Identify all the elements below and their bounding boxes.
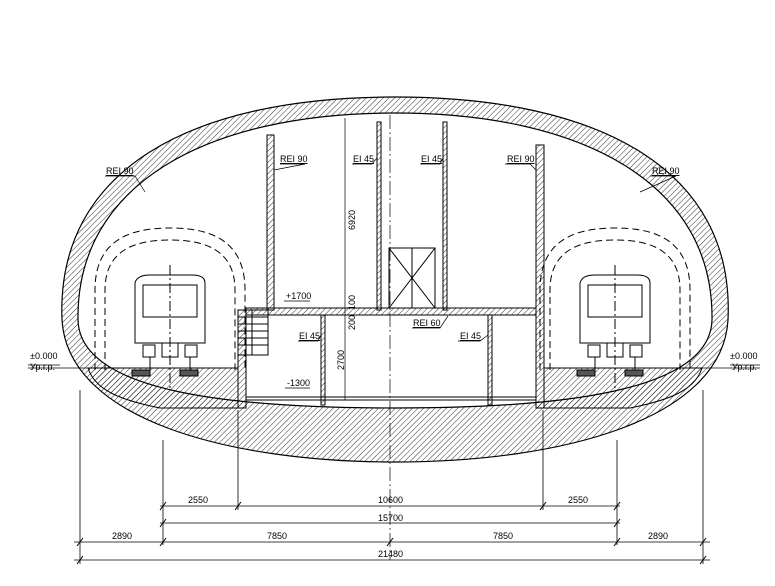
dim-21480: 21480: [378, 549, 403, 559]
label-rei90-outer-right: REI 90: [652, 166, 680, 176]
dim-vertical-slab: 200: [347, 315, 357, 330]
stair: [237, 309, 269, 356]
right-train: [576, 265, 651, 390]
dim-vertical-lower: 2700: [336, 350, 346, 370]
interior-walls: [237, 121, 545, 409]
dim-vertical-upper: 6920: [347, 210, 357, 230]
level-zero-right: ±0.000: [730, 351, 757, 361]
label-ei45-top-right: EI 45: [421, 154, 442, 164]
left-track-bed: [87, 367, 239, 409]
label-ei45-top-left: EI 45: [353, 154, 374, 164]
right-train-envelope: [539, 227, 691, 370]
tunnel-lining: [61, 96, 729, 463]
dim-15700: 15700: [378, 513, 403, 523]
level-zero-left: ±0.000: [30, 351, 57, 361]
level-zero-left-sub: Ур.г.р.: [30, 362, 55, 372]
dim-2550-right: 2550: [568, 495, 588, 505]
dim-7850-right: 7850: [493, 531, 513, 541]
level-zero-right-sub: Ур.г.р.: [732, 362, 757, 372]
dim-2550-left: 2550: [188, 495, 208, 505]
level-minus-1300: -1300: [287, 378, 310, 388]
label-ei45-lower-right: EI 45: [460, 331, 481, 341]
label-ei45-lower-left: EI 45: [299, 331, 320, 341]
label-rei90-wall-right: REI 90: [507, 154, 535, 164]
left-train-envelope: [94, 227, 246, 370]
dim-2890-left: 2890: [112, 531, 132, 541]
dim-10600: 10600: [378, 495, 403, 505]
label-rei90-wall-left: REI 90: [280, 154, 308, 164]
dim-vertical-slab-top: 100: [347, 295, 357, 310]
label-rei90-outer-left: REI 90: [106, 166, 134, 176]
level-plus-1700: +1700: [286, 291, 311, 301]
left-train: [131, 265, 206, 390]
dim-7850-left: 7850: [267, 531, 287, 541]
elevator-door: [388, 247, 436, 309]
dim-2890-right: 2890: [648, 531, 668, 541]
label-rei60-slab: REI 60: [413, 318, 441, 328]
right-track-bed: [543, 367, 703, 409]
